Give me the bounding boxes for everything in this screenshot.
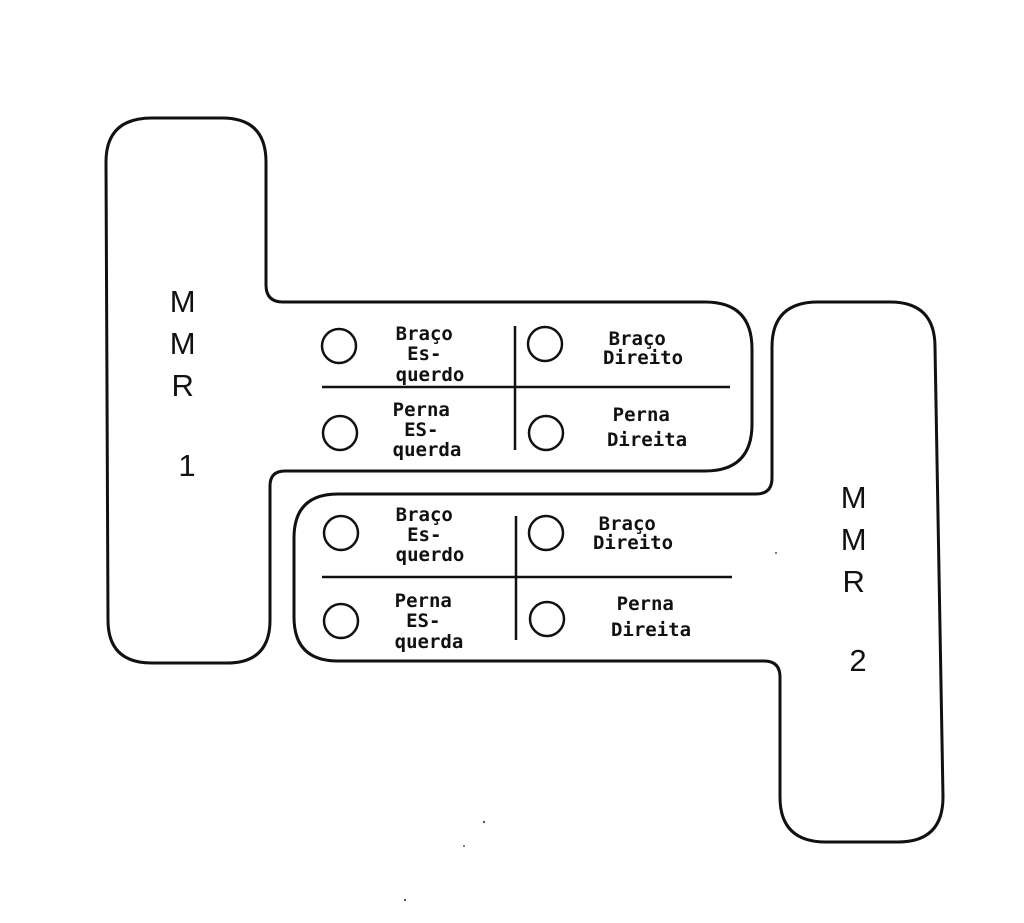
- cell-label-line: ES-: [406, 610, 440, 632]
- cell-label-line: Perna: [395, 590, 452, 612]
- cell-label-line: Es-: [407, 343, 441, 365]
- mmr-2-label-line: M: [841, 480, 867, 515]
- scan-speck: [775, 552, 777, 554]
- cell-label-line: Perna: [613, 404, 670, 426]
- mmr-1-outline: [104, 116, 754, 665]
- cell-label-line: querda: [395, 631, 464, 653]
- mmr-1-label-line: M: [170, 284, 196, 319]
- mmr-2-label: M M R 2: [841, 480, 875, 678]
- scan-speck: [463, 845, 465, 847]
- mmr-2-label-line: R: [842, 564, 864, 599]
- cell-label-line: Direito: [603, 347, 683, 369]
- mmr-2-right-arm-indicator: [527, 514, 565, 552]
- mmr-2-right-arm-label: Braço Direito: [593, 513, 673, 554]
- mmr-2-right-leg-indicator: [528, 600, 566, 638]
- mmr-1-left-leg-indicator: [321, 414, 359, 452]
- mmr-2-left-leg-label: Perna ES- querda: [395, 590, 464, 653]
- cell-label-line: Braço: [396, 323, 453, 345]
- mmr-1-label: M M R 1: [170, 284, 204, 483]
- mmr-1-left-arm-indicator: [320, 327, 358, 365]
- mmr-1-right-leg-label: Perna Direita: [607, 404, 687, 451]
- mmr-1-label-line: 1: [178, 448, 195, 483]
- cell-label-line: ES-: [404, 419, 438, 441]
- mmr-1-left-arm-label: Braço Es- querdo: [396, 323, 465, 386]
- scan-speck: [403, 898, 407, 902]
- cell-label-line: Braço: [609, 328, 666, 350]
- mmr-2-outline: [292, 300, 945, 844]
- mmr-2-left-arm-label: Braço Es- querdo: [396, 504, 465, 566]
- mmr-1-right-arm-indicator: [526, 325, 564, 363]
- mmr-1-right-leg-indicator: [527, 414, 565, 452]
- cell-label-line: querdo: [396, 364, 465, 386]
- cell-label-line: Direito: [593, 532, 673, 554]
- mmr-1-label-line: R: [171, 368, 193, 403]
- cell-label-line: querda: [393, 439, 462, 461]
- scan-speck: [482, 820, 486, 824]
- mmr-1-left-leg-label: Perna ES- querda: [393, 399, 462, 461]
- cell-label-line: Direita: [607, 429, 687, 451]
- cell-label-line: querdo: [396, 544, 465, 566]
- cell-label-line: Direita: [611, 619, 691, 641]
- mmr-2-left-leg-indicator: [322, 602, 360, 640]
- cell-label-line: Perna: [617, 593, 674, 615]
- cell-label-line: Braço: [599, 513, 656, 535]
- mmr-2-label-line: 2: [849, 643, 866, 678]
- mmr-1-label-line: M: [170, 326, 196, 361]
- mmr-2-left-arm-indicator: [322, 514, 360, 552]
- mmr-2-label-line: M: [841, 522, 867, 557]
- cell-label-line: Perna: [393, 399, 450, 421]
- cell-label-line: Es-: [407, 524, 441, 546]
- mmr-2-right-leg-label: Perna Direita: [611, 593, 691, 641]
- mmr-1-right-arm-label: Braço Direito: [603, 328, 683, 369]
- cell-label-line: Braço: [396, 504, 453, 526]
